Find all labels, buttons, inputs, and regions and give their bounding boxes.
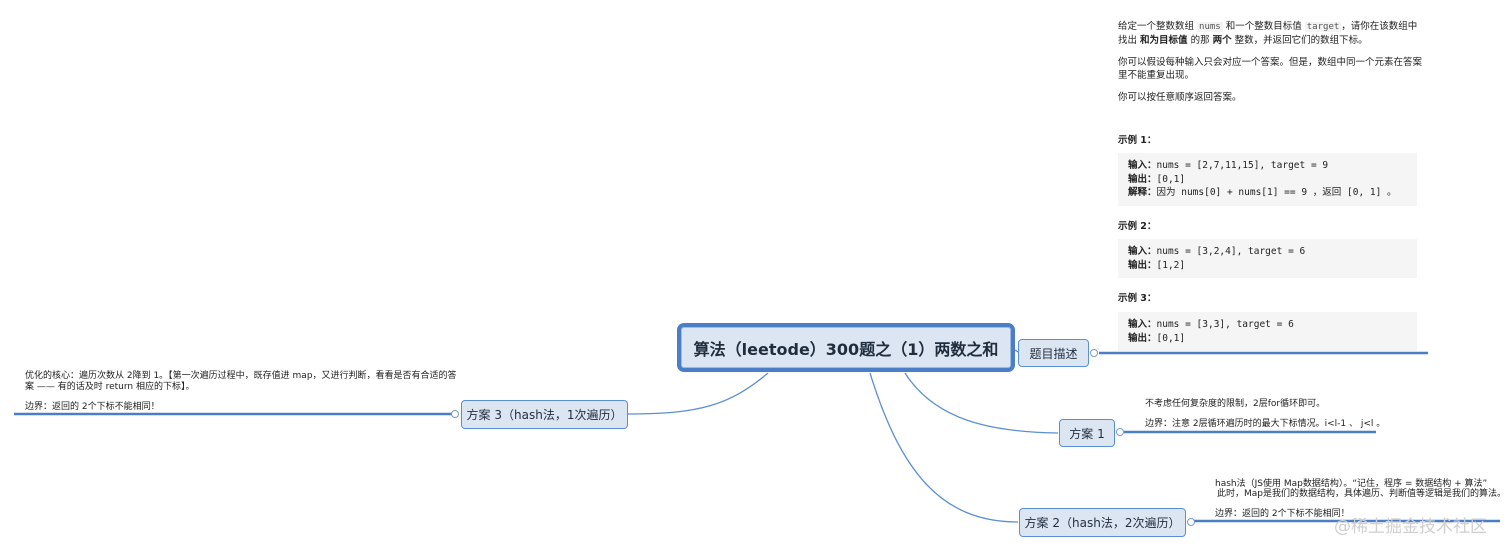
- collapse-toggle-plan2[interactable]: [1187, 518, 1195, 526]
- branch-plan1: [904, 372, 1059, 434]
- topic-plan3-label: 方案 3（hash法，1次遍历）: [466, 408, 623, 422]
- input-value: nums = [2,7,11,15], target = 9: [1156, 160, 1329, 171]
- output-value: [0,1]: [1156, 173, 1186, 185]
- desc-code-nums: nums: [1197, 22, 1223, 32]
- branch-plan2: [869, 372, 1019, 523]
- desc-text: 的那: [1187, 35, 1213, 46]
- plan1-note-line1: 不考虑任何复杂度的限制，2层for循环即可。: [1145, 399, 1326, 409]
- problem-desc-paragraph-3: 你可以按任意顺序返回答案。: [1118, 92, 1242, 103]
- plan3-note-line2: 案 —— 有的话及时 return 相应的下标】。: [25, 382, 195, 392]
- input-value: nums = [3,3], target = 6: [1156, 319, 1294, 330]
- output-label: 输出：: [1128, 259, 1157, 271]
- collapse-toggle-plan3[interactable]: [451, 410, 459, 418]
- collapse-toggle-problem[interactable]: [1090, 349, 1098, 357]
- input-label: 输入：: [1128, 246, 1157, 257]
- desc-bold: 和为目标值: [1140, 35, 1188, 46]
- output-label: 输出：: [1128, 173, 1157, 185]
- topic-plan1[interactable]: 方案 1: [1059, 419, 1115, 447]
- topic-problem-label: 题目描述: [1029, 346, 1078, 361]
- problem-description: 给定一个整数数组 nums 和一个整数目标值 target，请你在该数组中找出 …: [1118, 20, 1423, 113]
- central-topic[interactable]: 算法（leetode）300题之（1）两数之和: [677, 323, 1015, 372]
- plan3-note-line3: 边界：返回的 2个下标不能相同！: [25, 402, 160, 412]
- example-1-codebox: 输入：nums = [2,7,11,15], target = 9 输出：[0,…: [1118, 153, 1417, 206]
- branch-plan3: [627, 372, 769, 415]
- topic-plan2-label: 方案 2（hash法，2次遍历）: [1024, 516, 1181, 530]
- desc-code-target: target: [1304, 22, 1342, 32]
- collapse-toggle-plan1[interactable]: [1116, 428, 1124, 436]
- input-value: nums = [3,2,4], target = 6: [1156, 246, 1306, 257]
- topic-plan2[interactable]: 方案 2（hash法，2次遍历）: [1019, 508, 1186, 537]
- branch-problem: [1014, 349, 1019, 353]
- desc-text: 和一个整数目标值: [1222, 21, 1305, 32]
- plan2-note-line1: hash法（JS使用 Map数据结构）。“记住，程序 = 数据结构 + 算法”: [1215, 479, 1488, 489]
- input-label: 输入：: [1128, 319, 1157, 330]
- explain-label: 解释：: [1128, 187, 1157, 198]
- example-3-title: 示例 3：: [1118, 293, 1157, 304]
- example-1-title: 示例 1：: [1118, 135, 1157, 146]
- topic-plan3[interactable]: 方案 3（hash法，1次遍历）: [461, 400, 628, 429]
- problem-desc-paragraph-1: 给定一个整数数组 nums 和一个整数目标值 target，请你在该数组中找出 …: [1118, 20, 1423, 47]
- explain-value: 因为 nums[0] + nums[1] == 9 ，返回 [0, 1] 。: [1156, 187, 1397, 198]
- plan2-note-line3: 边界：返回的 2个下标不能相同！: [1215, 509, 1350, 519]
- problem-desc-paragraph-2: 你可以假设每种输入只会对应一个答案。但是，数组中同一个元素在答案里不能重复出现。: [1118, 57, 1423, 81]
- example-3-codebox: 输入：nums = [3,3], target = 6 输出：[0,1]: [1118, 312, 1417, 351]
- desc-text: 整数，并返回它们的数组下标。: [1231, 35, 1368, 46]
- plan3-note-line1: 优化的核心：遍历次数从 2降到 1。【第一次遍历过程中，既存值进 map，又进行…: [25, 371, 457, 381]
- output-value: [1,2]: [1156, 259, 1186, 271]
- plan1-note-line2: 边界：注意 2层循环遍历时的最大下标情况。i<l-1 、 j<l 。: [1145, 419, 1386, 429]
- watermark: @稀土掘金技术社区: [1334, 517, 1487, 537]
- example-2-title: 示例 2：: [1118, 221, 1157, 232]
- topic-plan1-label: 方案 1: [1069, 426, 1105, 441]
- central-topic-label: 算法（leetode）300题之（1）两数之和: [693, 339, 999, 359]
- topic-problem[interactable]: 题目描述: [1018, 339, 1089, 367]
- output-label: 输出：: [1128, 332, 1157, 344]
- example-2-codebox: 输入：nums = [3,2,4], target = 6 输出：[1,2]: [1118, 239, 1417, 278]
- output-value: [0,1]: [1156, 332, 1186, 344]
- desc-bold: 两个: [1212, 35, 1232, 46]
- desc-text: ，请你在该数组中找出: [1118, 21, 1418, 46]
- input-label: 输入：: [1128, 160, 1157, 171]
- plan2-note-line2: 此时，Map是我们的数据结构，具体遍历、判断值等逻辑是我们的算法。: [1217, 489, 1506, 499]
- desc-text: 给定一个整数数组: [1118, 21, 1198, 32]
